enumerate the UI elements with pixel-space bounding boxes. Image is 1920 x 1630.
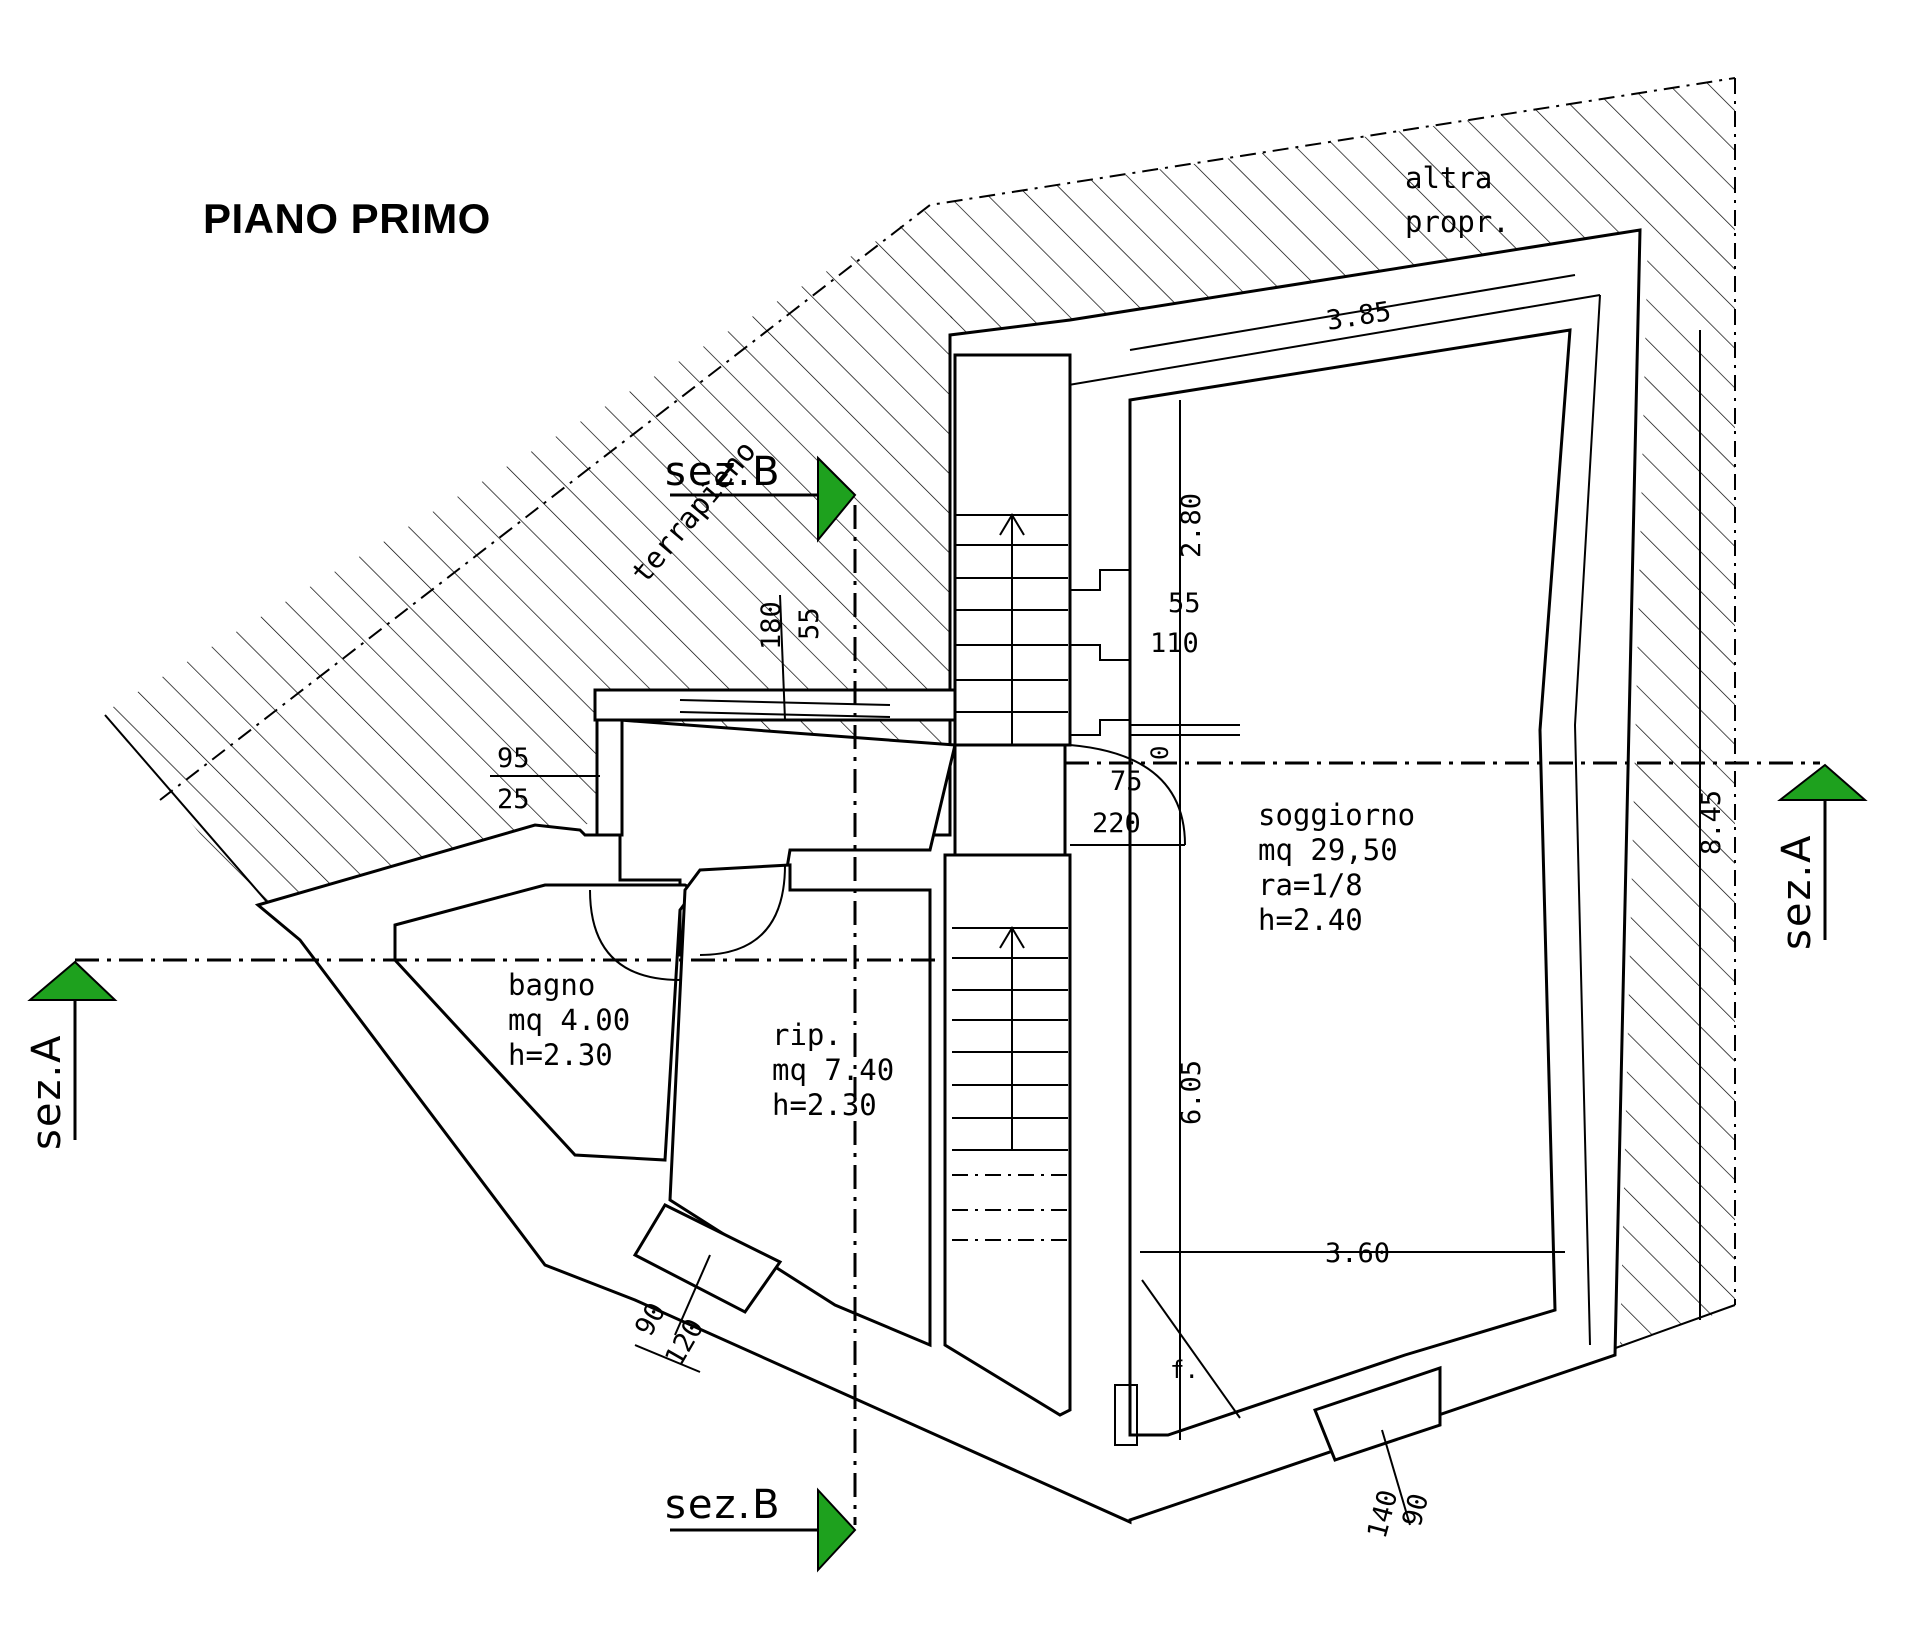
living-room-ra: ra=1/8 — [1258, 868, 1363, 902]
section-a-right-marker — [1777, 763, 1868, 940]
dimension-lines — [490, 274, 1701, 1440]
top-window-frame — [593, 688, 957, 722]
landing-floor — [953, 743, 1067, 857]
living-room-name: soggiorno — [1258, 798, 1415, 832]
dim-total-height: 8.45 — [1696, 790, 1727, 855]
dim-win-top-w: 180 — [756, 601, 787, 650]
bathroom-floor — [393, 883, 698, 1162]
dim-win-br-h: 140 — [1362, 1487, 1405, 1542]
section-b-top-label: sez.B — [665, 449, 782, 495]
window-bottom-left — [632, 1203, 783, 1373]
upper-stairs — [955, 513, 1068, 745]
living-door-swing — [1069, 744, 1186, 846]
wall-lining-top — [979, 294, 1601, 401]
storage-name: rip. — [772, 1018, 842, 1052]
neighbor-hatch — [935, 78, 1735, 1345]
stair-f-label: f. — [1170, 1356, 1199, 1384]
boundary-right-bottom — [1609, 1304, 1736, 1351]
plan-title: PIANO PRIMO — [203, 195, 491, 242]
neighbor-label-2: propr. — [1405, 205, 1510, 239]
dim-win-left-h: 25 — [497, 784, 530, 815]
bathroom-height: h=2.30 — [508, 1038, 613, 1072]
neighbor-label-1: altra — [1405, 161, 1492, 195]
storage-height: h=2.30 — [772, 1088, 877, 1122]
window-bottom-right — [1313, 1365, 1442, 1526]
stair-core-lower — [943, 853, 1072, 1417]
wall-lining-right — [1573, 294, 1601, 1346]
dim-lower-height: 6.05 — [1176, 1060, 1207, 1125]
lower-stairs — [952, 926, 1068, 1241]
section-a-left-label: sez.A — [24, 1033, 70, 1150]
storage-floor — [668, 863, 932, 1348]
stair-door — [1070, 569, 1240, 736]
dim-win-top-h: 55 — [794, 607, 825, 640]
storage-area: mq 7.40 — [772, 1053, 894, 1087]
dim-door-living-0: 0 — [1146, 746, 1174, 760]
living-room-area: mq 29,50 — [1258, 833, 1398, 867]
left-window-frame — [595, 718, 624, 837]
section-b-bottom-label: sez.B — [665, 1482, 782, 1528]
section-b-top-marker — [670, 455, 857, 543]
dim-door-stair-w: 55 — [1168, 588, 1201, 619]
fixture-box — [1114, 1384, 1138, 1446]
section-a-right-label: sez.A — [1774, 833, 1820, 950]
living-room-height: h=2.40 — [1258, 903, 1363, 937]
storage-door-swing — [699, 864, 786, 956]
bathroom-name: bagno — [508, 968, 595, 1002]
dim-bottom-width: 3.60 — [1325, 1238, 1390, 1269]
dim-door-living-h: 220 — [1092, 808, 1141, 839]
dim-door-living-w: 75 — [1110, 766, 1143, 797]
dim-door-stair-h: 110 — [1150, 628, 1199, 659]
dim-upper-height: 2.80 — [1176, 493, 1207, 558]
bathroom-door-swing — [589, 889, 681, 981]
dim-win-left-w: 95 — [497, 743, 530, 774]
section-b-bottom-marker — [670, 1487, 857, 1573]
bathroom-area: mq 4.00 — [508, 1003, 630, 1037]
section-a-left-marker — [27, 960, 118, 1140]
